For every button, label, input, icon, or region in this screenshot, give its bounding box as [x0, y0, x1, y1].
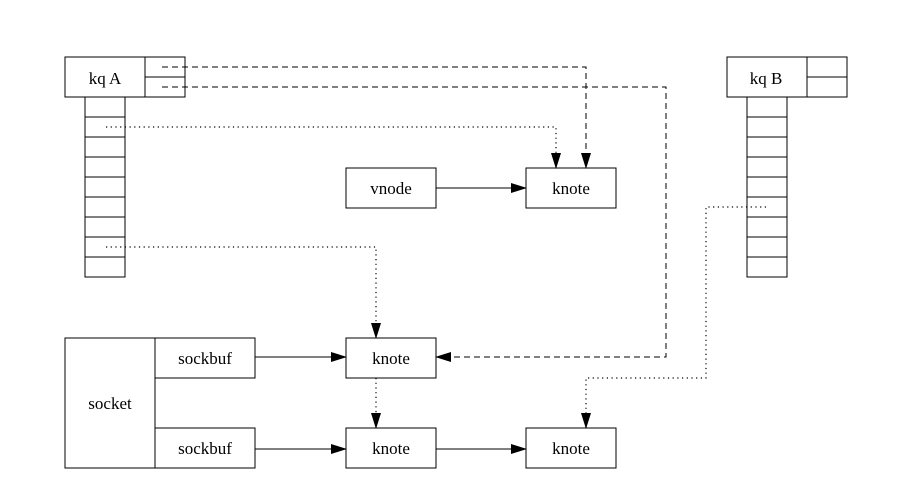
- vnode-label: vnode: [370, 179, 412, 198]
- sockbuf-2-label: sockbuf: [178, 439, 232, 458]
- sockbuf-2-node: sockbuf: [154, 427, 256, 469]
- kq-b: kq B: [726, 56, 848, 98]
- kq-b-label: kq B: [750, 69, 783, 88]
- knote-bottom-right-label: knote: [552, 439, 590, 458]
- kq-a: kq A: [64, 56, 186, 98]
- kq-b-list-slot-bottom: [806, 76, 848, 98]
- kq-b-list-slot-top: [806, 56, 848, 78]
- socket-label: socket: [88, 394, 132, 413]
- sockbuf-1-node: sockbuf: [154, 337, 256, 379]
- edge-kqa-list-to-knote-mid: [162, 86, 667, 362]
- kq-b-hash-table: [746, 96, 788, 278]
- knote-mid-label: knote: [372, 349, 410, 368]
- edge-kqa-list-to-knote-top: [162, 66, 591, 169]
- socket-node: socket: [64, 337, 156, 469]
- knote-top-label: knote: [552, 179, 590, 198]
- kq-a-hash-table: [84, 96, 126, 278]
- knote-bottom-right-node: knote: [525, 427, 617, 469]
- vnode-node: vnode: [345, 167, 437, 209]
- kq-a-label: kq A: [89, 69, 122, 88]
- edge-kqa-bucket-to-knote-top: [106, 126, 561, 169]
- knote-bottom-node: knote: [345, 427, 437, 469]
- edge-kqb-bucket-to-knote-bottom-right: [581, 206, 766, 429]
- sockbuf-1-label: sockbuf: [178, 349, 232, 368]
- knote-mid-node: knote: [345, 337, 437, 379]
- edge-kqa-bucket-to-knote-mid: [106, 246, 381, 339]
- knote-bottom-label: knote: [372, 439, 410, 458]
- knote-top-node: knote: [525, 167, 617, 209]
